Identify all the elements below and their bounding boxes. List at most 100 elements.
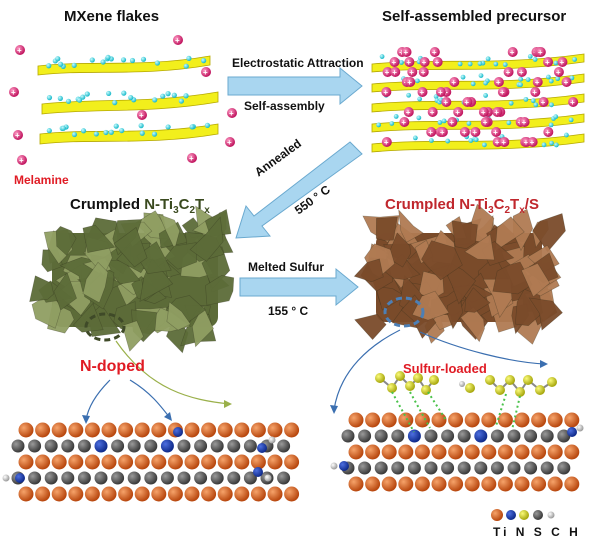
c-atom [557,429,571,443]
plus-sign: + [440,128,445,137]
plus-sign: + [535,78,540,87]
s-atom [495,385,505,395]
c-atom [127,471,141,485]
surface-group-dot [204,122,211,128]
surface-group-dot [154,60,161,66]
crumple-facet [451,220,478,250]
surface-group-dot [545,74,551,80]
crumpled-n-ti3c2tx-s-label: Crumpled N-Ti3C2Tx/S [385,196,539,216]
surface-group-dot [483,80,488,86]
ti-atom [68,422,84,438]
melamine-molecule [390,67,401,77]
surface-group-dot [46,63,52,69]
ti-atom [414,476,430,492]
ti-atom [514,444,530,460]
c-atom [391,429,405,443]
s-atom [387,383,397,393]
plus-sign: + [510,48,515,57]
n-atom [339,461,349,471]
surface-group-dot [525,77,531,83]
ti-atom [481,476,497,492]
plus-sign: + [385,68,390,77]
melamine-molecule [429,47,440,57]
c-atom [358,461,372,475]
crumple-facet [447,263,477,305]
plus-sign: + [483,118,488,127]
ti-atom [18,486,34,502]
ti-atom [201,486,217,502]
ti-atom [398,476,414,492]
c-atom [490,429,504,443]
crumple-facet [494,216,525,252]
surface-group-dot [541,142,547,148]
melamine-molecule [404,57,415,67]
crumple-facet [191,305,214,348]
melted-sulfur-label: Melted Sulfur [248,260,325,274]
surface-group-dot [518,76,524,82]
surface-group-dot [445,138,451,144]
precursor-illustration: ++++++++++++++++++++++++++++++++++++++++… [371,47,585,153]
ti-atom [118,486,134,502]
c-atom [177,471,191,485]
c-atom [111,471,125,485]
melamine-molecule [187,153,197,163]
sub-2: 2 [189,205,196,216]
c-atom [277,471,291,485]
c-atom [243,471,257,485]
interaction-line [495,393,507,427]
ti-atom [267,422,283,438]
surface-group-dot [65,98,72,104]
crumple-facet [55,226,77,256]
surface-group-dot [393,114,399,119]
melamine-molecule [137,110,147,120]
c-atom [111,439,125,453]
crumple-facet [82,261,109,304]
melamine-molecule [381,87,392,97]
crumple-facet [82,224,116,253]
sub-2-s: 2 [504,205,511,216]
ti-atom [267,454,283,470]
ti-atom [514,476,530,492]
ti-atom [250,422,266,438]
ti-atom [184,454,200,470]
c-atom [28,439,42,453]
plus-sign: + [392,58,397,67]
crumple-facet [521,262,551,298]
c-atom [243,439,257,453]
s-atom [465,383,475,393]
surface-group-dot [532,57,538,62]
melamine-molecule [516,67,527,77]
surface-group-dot [46,95,53,101]
surface-group-dot [493,61,499,67]
h-atom [264,474,272,482]
surface-group-dot [151,131,158,137]
surface-group-dot [523,96,529,102]
crumple-facet [492,261,533,295]
ti-atom [134,422,150,438]
ti-atom [564,412,580,428]
electrostatic-label: Electrostatic Attraction [232,56,364,70]
plus-sign: + [493,128,498,137]
melamine-molecule [427,107,438,117]
c-atom [160,471,174,485]
surface-group-dot [165,90,171,97]
surface-group-dot [477,61,483,66]
surface-group-dot [89,57,95,63]
c-atom [441,461,455,475]
plus-sign: + [494,108,499,117]
h-atom [330,462,338,470]
plus-sign: + [15,131,20,140]
ti-atom [448,444,464,460]
plus-sign: + [564,78,569,87]
melamine-molecule [543,127,554,137]
plus-sign: + [384,138,389,147]
ti-atom [151,486,167,502]
s-atom [429,375,439,385]
melamine-molecule [426,127,437,137]
plus-sign: + [449,118,454,127]
plus-sign: + [496,78,501,87]
ti-atom [217,422,233,438]
plus-sign: + [545,128,550,137]
c-atom [358,429,372,443]
c-atom [61,471,75,485]
